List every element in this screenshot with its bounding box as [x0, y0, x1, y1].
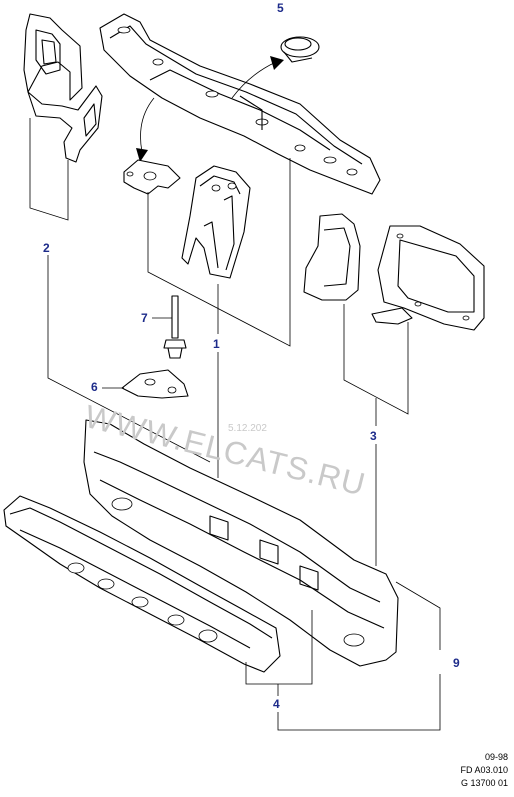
callout-5: 5: [277, 1, 284, 15]
callout-2: 2: [43, 241, 50, 255]
footer-drawing-number: G 13700 01: [460, 778, 508, 788]
lower-support-panel: [83, 419, 399, 667]
part-6-plate: [121, 369, 189, 399]
callout-9: 9: [453, 656, 460, 670]
callout-7: 7: [141, 311, 148, 325]
part-5-plug: [280, 36, 320, 63]
footer-date-code: 09-98: [484, 752, 508, 762]
upper-crossmember: [99, 13, 381, 195]
part-7-bolt: [163, 295, 187, 359]
part-1-center-bracket: [181, 165, 251, 279]
part-4-lower-crossmember: [3, 495, 281, 673]
callout-1: 1: [213, 337, 220, 351]
part-3-right-pieces: [303, 213, 485, 331]
small-bracket: [123, 159, 181, 195]
callout-4: 4: [273, 697, 280, 711]
footer-ref-code: FD A03.010: [460, 765, 508, 775]
callout-3: 3: [370, 429, 377, 443]
leader-lines: [29, 118, 441, 731]
part-2-left-bracket: [23, 13, 103, 163]
callout-6: 6: [91, 380, 98, 394]
assembly-arrows: [136, 56, 284, 162]
watermark-stamp: 5.12.202: [228, 423, 267, 434]
